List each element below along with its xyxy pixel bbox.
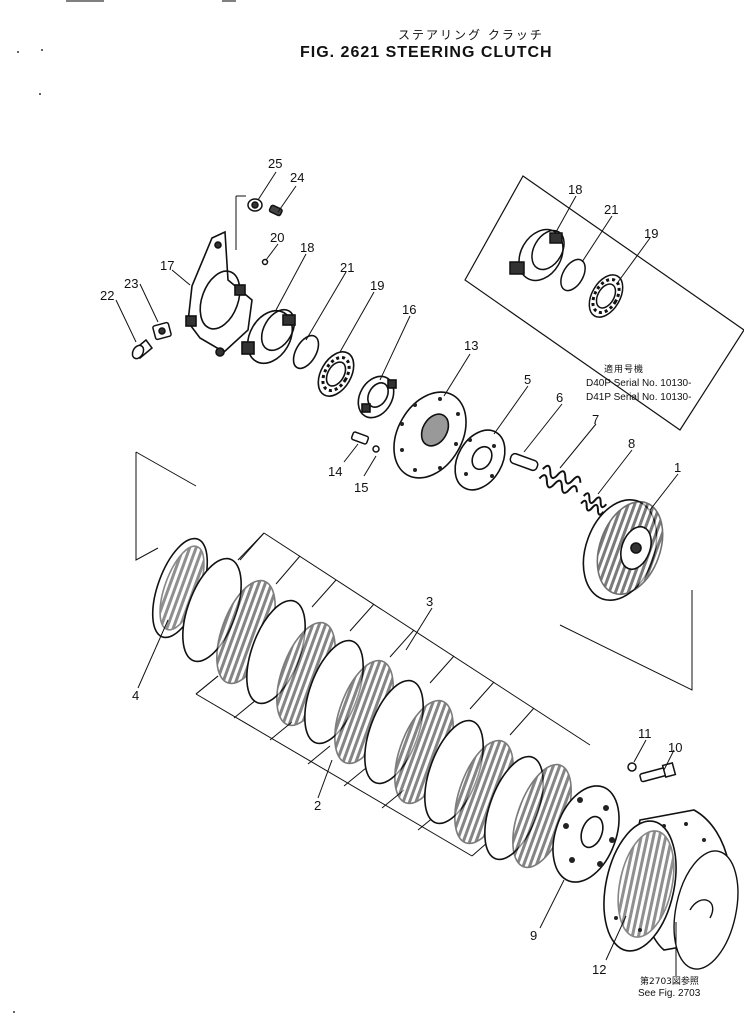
callout-18: 18 [300, 240, 314, 255]
part-18-bearing-cage [241, 308, 296, 365]
callout-11: 11 [638, 726, 652, 741]
part-19-bearing [317, 351, 355, 397]
part-17-bracket [185, 230, 253, 357]
callout-24: 24 [290, 170, 304, 185]
part-5-plate [454, 429, 506, 491]
reference-label: See Fig. 2703 [638, 988, 701, 999]
callout-19: 19 [370, 278, 384, 293]
part-23-lock-plate [152, 321, 172, 341]
applicability-label: 適用号機 [604, 365, 645, 375]
callout-14: 14 [328, 464, 342, 479]
callout-8: 8 [628, 436, 635, 451]
part-6-pin [509, 452, 539, 472]
serial-line-d41p: D41P Serial No. 10130- [586, 392, 692, 403]
inset-box [464, 175, 744, 431]
callout-3: 3 [426, 594, 433, 609]
drum-cover [673, 850, 739, 970]
title-japanese: ステアリング クラッチ [398, 28, 544, 42]
callout-18-inset: 18 [568, 182, 582, 197]
part-22-bolt [131, 338, 154, 360]
callout-6: 6 [556, 390, 563, 405]
callout-13: 13 [464, 338, 478, 353]
inset-part-21-snap-ring [560, 258, 586, 292]
callout-16: 16 [402, 302, 416, 317]
inset-part-18-bearing-cage [509, 228, 565, 282]
callout-7: 7 [592, 412, 599, 427]
part-11-washer [627, 762, 637, 772]
part-25-nut [247, 198, 263, 212]
callout-leaders [115, 171, 679, 976]
reference-label-japanese: 第2703図参照 [640, 977, 699, 987]
part-21-snap-ring [292, 334, 320, 370]
callout-21: 21 [340, 260, 354, 275]
callout-12: 12 [592, 962, 606, 977]
callout-23: 23 [124, 276, 138, 291]
clutch-disc-stack [151, 537, 572, 869]
part-7-spring [538, 464, 582, 494]
inset-part-19-bearing [588, 274, 624, 318]
callout-labels: 25 24 20 18 17 23 22 21 19 16 13 5 6 7 8… [100, 156, 682, 977]
part-3-bracket-ticks [239, 532, 535, 736]
callout-17: 17 [160, 258, 174, 273]
callout-22: 22 [100, 288, 114, 303]
scan-speckles [13, 49, 43, 1013]
callout-25: 25 [268, 156, 282, 171]
callout-9: 9 [530, 928, 537, 943]
part-20-pin [261, 258, 269, 266]
part-8-spring [580, 492, 608, 516]
part-24-spring-washer [268, 204, 283, 217]
part-1-inner-drum [582, 498, 664, 602]
part-15-washer [372, 445, 380, 453]
callout-2: 2 [314, 798, 321, 813]
callout-10: 10 [668, 740, 682, 755]
callout-20: 20 [270, 230, 284, 245]
part-10-bolt [639, 761, 677, 783]
part-16-retainer [357, 375, 397, 419]
part-14-bolt [350, 431, 370, 445]
callout-4: 4 [132, 688, 139, 703]
callout-21-inset: 21 [604, 202, 618, 217]
part-9-pressure-plate [552, 785, 620, 883]
callout-5: 5 [524, 372, 531, 387]
serial-line-d40p: D40P Serial No. 10130- [586, 378, 692, 389]
callout-19-inset: 19 [644, 226, 658, 241]
figure-title: FIG. 2621 STEERING CLUTCH [300, 44, 553, 61]
callout-15: 15 [354, 480, 368, 495]
callout-1: 1 [674, 460, 681, 475]
part-13-hub-plate [393, 391, 467, 479]
